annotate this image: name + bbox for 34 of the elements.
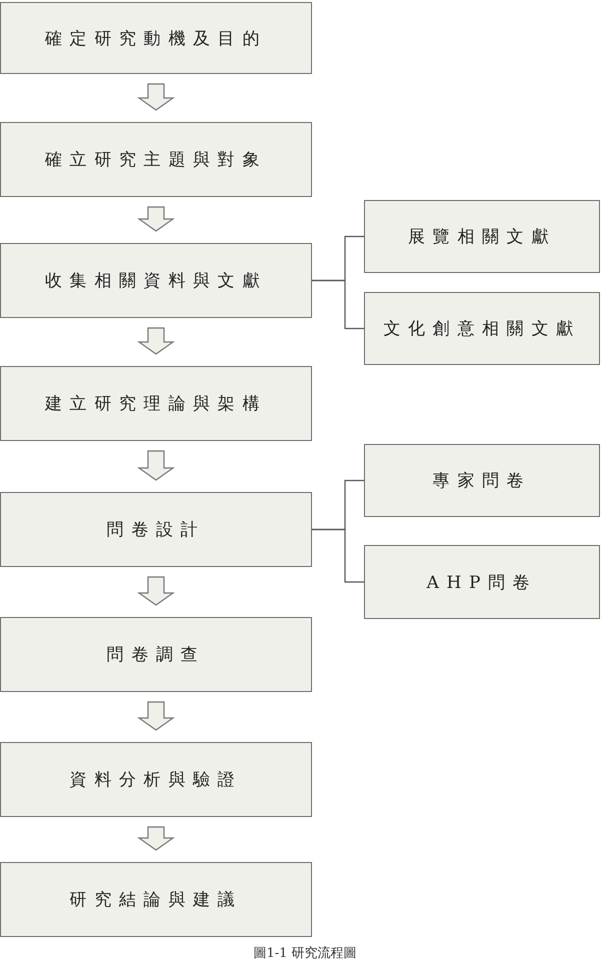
block-arrow (137, 206, 175, 232)
step-label: 問卷調查 (106, 644, 206, 666)
process-box (0, 742, 312, 817)
step-label: 建立研究理論與架構 (45, 393, 267, 415)
process-box (0, 243, 312, 318)
step-label: 資料分析與驗證 (70, 769, 242, 791)
step-label: 收集相關資料與文獻 (45, 270, 267, 292)
process-box (364, 444, 600, 517)
process-box (0, 2, 312, 74)
block-arrow (137, 701, 175, 731)
process-box (0, 366, 312, 441)
block-arrow (137, 327, 175, 355)
step-label: 研究結論與建議 (70, 889, 242, 911)
process-box (0, 122, 312, 197)
connector-line (312, 280, 364, 330)
process-box (0, 617, 312, 692)
block-arrow (137, 826, 175, 851)
step-label: AHP問卷 (426, 572, 538, 594)
step-label: 專家問卷 (432, 470, 532, 492)
step-label: 文化創意相關文獻 (383, 318, 581, 340)
step-label: 展覽相關文獻 (408, 226, 556, 248)
process-box (364, 200, 600, 273)
block-arrow (137, 83, 175, 111)
process-box (0, 862, 312, 937)
process-box (364, 292, 600, 365)
figure-caption: 圖1-1 研究流程圖 (252, 945, 358, 962)
process-box (364, 545, 600, 619)
process-box (0, 492, 312, 567)
step-label: 問卷設計 (106, 519, 206, 541)
step-label: 確立研究主題與對象 (45, 149, 267, 171)
block-arrow (137, 576, 175, 606)
block-arrow (137, 450, 175, 481)
step-label: 確定研究動機及目的 (45, 28, 267, 50)
connector-line (312, 528, 364, 583)
